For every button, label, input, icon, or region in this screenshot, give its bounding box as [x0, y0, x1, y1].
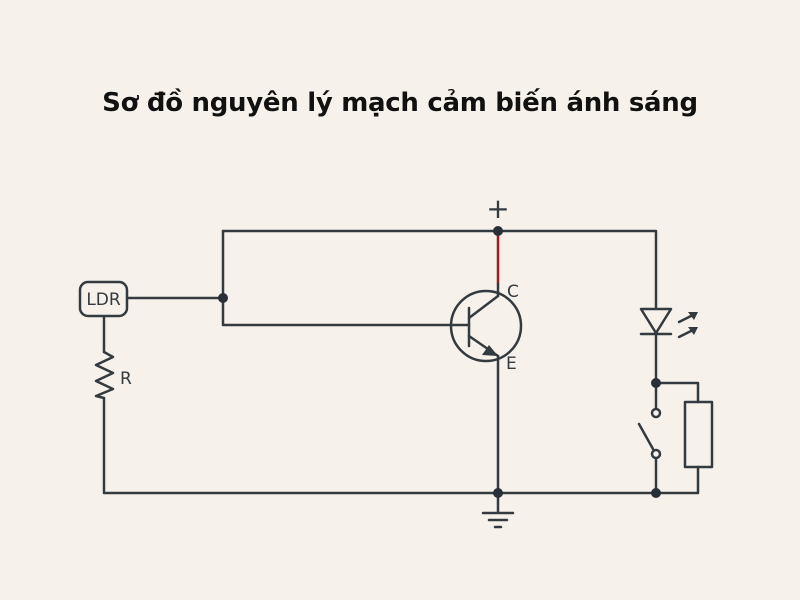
transistor-collector-lead	[467, 294, 500, 320]
collector-label: C	[507, 282, 519, 302]
emitter-label: E	[506, 354, 517, 374]
positive-supply-label: +	[486, 192, 509, 225]
switch-icon	[637, 381, 662, 495]
npn-transistor: C E	[449, 282, 523, 374]
resistor-label: R	[120, 369, 132, 389]
emitter-arrow-icon	[482, 345, 498, 356]
ground-icon	[481, 491, 515, 529]
left-bottom-wire	[102, 315, 700, 495]
ldr-box	[78, 280, 129, 318]
junction-dots	[218, 226, 661, 498]
resistor-r: R	[94, 350, 132, 400]
resistor-zigzag-icon	[94, 350, 115, 400]
ldr-label: LDR	[86, 290, 121, 310]
junction-dot	[493, 226, 503, 236]
transistor-circle	[449, 289, 523, 363]
junction-dot	[218, 293, 228, 303]
junction-dot	[493, 488, 503, 498]
base-loop-wire	[221, 229, 471, 327]
diagram-title: Sơ đồ nguyên lý mạch cảm biến ánh sáng	[102, 88, 698, 118]
junction-dot	[651, 488, 661, 498]
load-resistor-icon	[654, 381, 714, 469]
led-icon	[639, 307, 698, 385]
top-rail-wire	[221, 229, 658, 310]
ldr-component: LDR	[78, 280, 129, 318]
wires	[102, 229, 700, 495]
junction-dot	[651, 378, 661, 388]
